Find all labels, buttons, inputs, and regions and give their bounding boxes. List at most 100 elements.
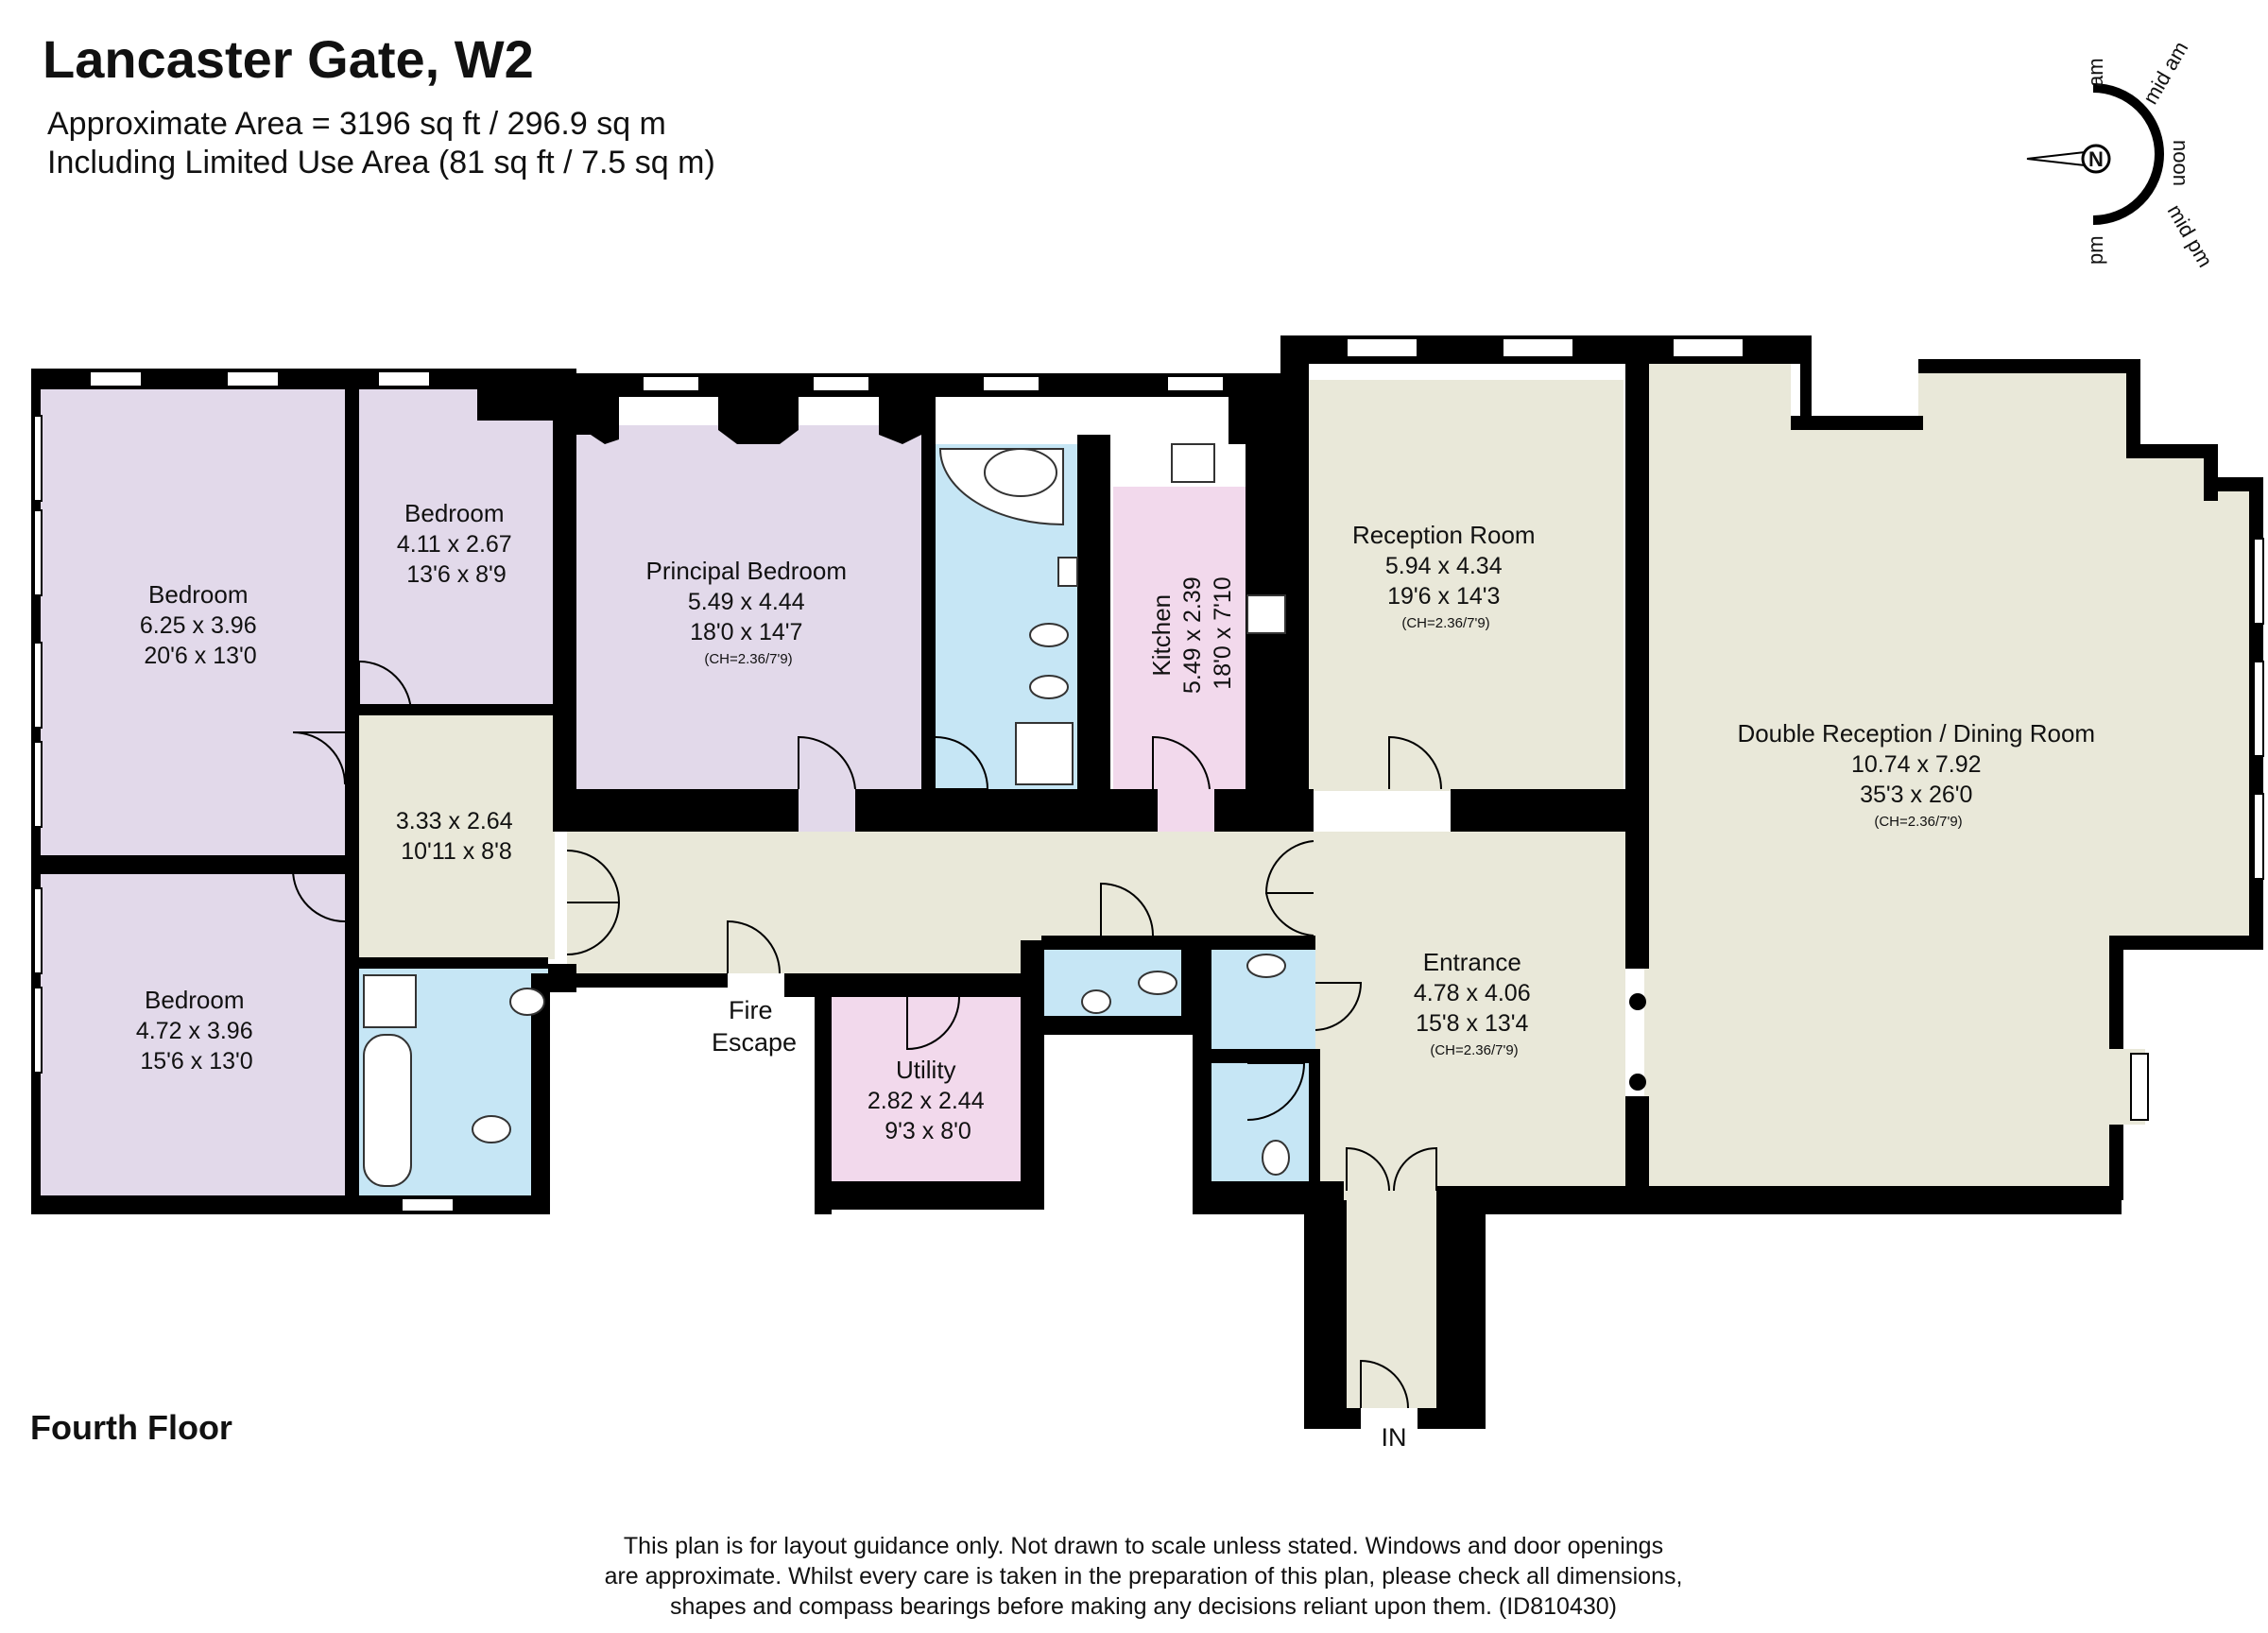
bedroom-fill (359, 387, 555, 709)
room-ceiling-height: (CH=2.36/7'9) (1430, 1042, 1518, 1058)
wall (2109, 936, 2123, 1049)
limited-use-area: Including Limited Use Area (81 sq ft / 7… (47, 145, 715, 180)
compass-north-label: N (2088, 147, 2104, 171)
column (1629, 1074, 1646, 1091)
room-label-double-reception: Double Reception / Dining Room 10.74 x 7… (1737, 719, 2099, 830)
room-metric: 3.33 x 2.64 (396, 808, 513, 834)
room-ceiling-height: (CH=2.36/7'9) (1401, 615, 1489, 631)
window (401, 1197, 455, 1212)
disclaimer-line: are approximate. Whilst every care is ta… (604, 1563, 1683, 1590)
window (33, 415, 43, 502)
utility-fill (832, 997, 1021, 1181)
window (33, 887, 43, 974)
room-metric: 5.49 x 2.39 (1179, 576, 1206, 694)
wall (477, 369, 553, 421)
room-metric: 5.94 x 4.34 (1385, 553, 1503, 579)
window (377, 370, 431, 387)
window (226, 370, 280, 387)
column (1629, 993, 1646, 1010)
window (1166, 375, 1225, 392)
room-name: Bedroom (148, 580, 249, 609)
entrance-fill (1314, 832, 1625, 1191)
wall (815, 1181, 1040, 1210)
room-label-entrance: Entrance 4.78 x 4.06 15'8 x 13'4 (CH=2.3… (1414, 948, 1535, 1058)
room-metric: 4.78 x 4.06 (1414, 980, 1531, 1006)
wall (1193, 1035, 1211, 1214)
wall (1436, 1200, 1486, 1266)
wall (1800, 335, 1812, 430)
door (1246, 1062, 1306, 1121)
room-name: Entrance (1423, 948, 1521, 976)
room-label-utility: Utility 2.82 x 2.44 9'3 x 8'0 (868, 1056, 988, 1144)
door (798, 735, 856, 790)
window (2253, 661, 2264, 757)
window (2253, 538, 2264, 625)
room-label-bedroom: Bedroom 4.72 x 3.96 15'6 x 13'0 (136, 986, 257, 1074)
wall (2204, 444, 2218, 501)
door (1360, 1359, 1409, 1409)
wall (1418, 1408, 1486, 1429)
door (935, 736, 989, 790)
compass-pm-label: pm (2084, 235, 2107, 265)
wall (345, 387, 359, 1214)
wall (553, 369, 576, 799)
chimney-breast (879, 397, 921, 444)
wall (2126, 359, 2140, 454)
wall (815, 988, 832, 1214)
wall (1193, 936, 1315, 950)
wall (1304, 1408, 1361, 1429)
hob (1246, 594, 1286, 634)
room-imperial: 15'8 x 13'4 (1416, 1010, 1528, 1037)
bathtub (363, 1034, 412, 1187)
door (727, 920, 781, 974)
window (2130, 1053, 2149, 1121)
door (566, 902, 620, 955)
kitchen-fill (1113, 487, 1246, 789)
wall (1436, 1262, 1486, 1427)
fixtures (363, 443, 1290, 1187)
wall (1791, 416, 1923, 430)
wall (1451, 789, 1625, 832)
fire-escape-label: Fire Escape (712, 996, 797, 1057)
wall (1918, 359, 2136, 373)
kitchen-sink (1171, 443, 1215, 483)
disclaimer-line: This plan is for layout guidance only. N… (623, 1533, 1664, 1559)
room-imperial: 20'6 x 13'0 (144, 643, 256, 669)
room-metric: 5.49 x 4.44 (688, 589, 805, 615)
window (89, 370, 143, 387)
bidet (1029, 675, 1069, 699)
window (1672, 337, 1744, 358)
room-label-bedroom: Bedroom 6.25 x 3.96 20'6 x 13'0 (140, 580, 261, 669)
room-name: Bedroom (404, 499, 505, 527)
bedroom-fill (38, 874, 345, 1195)
wall (1304, 1200, 1347, 1427)
wall (1041, 1016, 1183, 1035)
wall (31, 1195, 546, 1214)
room-name: Double Reception / Dining Room (1737, 719, 2095, 748)
room-label-lobby: 3.33 x 2.64 10'11 x 8'8 (396, 808, 517, 865)
door (1265, 892, 1314, 937)
compass-noon-label: noon (2169, 140, 2192, 186)
disclaimer: This plan is for layout guidance only. N… (454, 1531, 1833, 1622)
wall (1625, 1096, 1649, 1214)
door (906, 996, 960, 1051)
room-label-kitchen: Kitchen 5.49 x 2.39 18'0 x 7'10 (1147, 573, 1236, 694)
compass-arc (2092, 83, 2164, 225)
door (1264, 840, 1314, 894)
windows (33, 337, 2264, 1212)
wall (553, 789, 799, 832)
door (566, 850, 621, 903)
compass-center (2081, 144, 2111, 174)
window (2253, 793, 2264, 880)
wall (2117, 936, 2263, 950)
wall (38, 855, 350, 874)
window (642, 375, 700, 392)
window (33, 642, 43, 729)
principal-bedroom-fill (576, 425, 921, 789)
door (1152, 735, 1211, 790)
lobby-fill (359, 713, 555, 959)
washbasin (509, 988, 545, 1016)
window (812, 375, 870, 392)
fire-escape-line1: Fire (729, 996, 773, 1024)
